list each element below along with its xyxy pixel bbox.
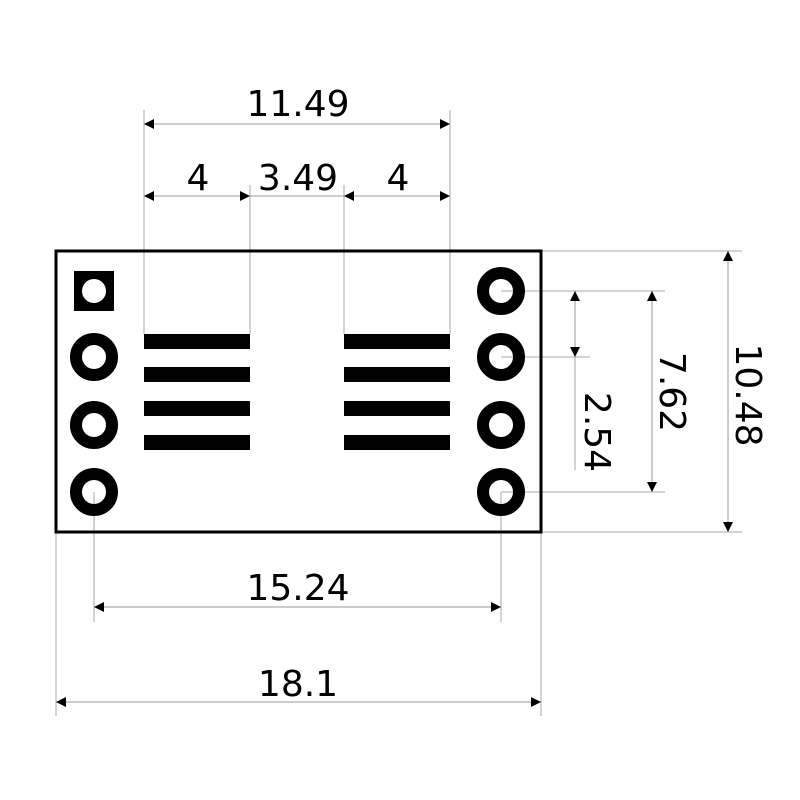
dim-label-pad-left: 4 [187, 158, 210, 199]
board-outline [54, 249, 543, 534]
right-smd-pads [344, 334, 450, 450]
smd-pad [344, 435, 450, 450]
pin [477, 401, 525, 449]
dim-label-pin-row-spacing: 15.24 [246, 568, 349, 609]
smd-pad [344, 401, 450, 416]
right-pins [477, 267, 525, 516]
dim-label-board-width: 18.1 [258, 664, 338, 705]
dim-label-pad-right: 4 [387, 158, 410, 199]
pin [477, 333, 525, 381]
dim-label-pad-gap: 3.49 [258, 158, 338, 199]
dim-label-pin-column-span: 7.62 [651, 352, 692, 432]
smd-pad [144, 334, 250, 349]
pin [70, 333, 118, 381]
left-smd-pads [144, 334, 250, 450]
pin [477, 468, 525, 516]
dim-label-pin-pitch: 2.54 [576, 392, 617, 472]
smd-pad [144, 435, 250, 450]
smd-pad [144, 367, 250, 382]
smd-pad [144, 401, 250, 416]
pin [70, 468, 118, 516]
dim-label-pad-span: 11.49 [246, 84, 349, 125]
dim-label-board-height: 10.48 [727, 343, 768, 446]
pin-1-square-pad [74, 271, 114, 311]
pin [70, 401, 118, 449]
smd-pad [344, 367, 450, 382]
left-pins [70, 333, 118, 516]
pin [477, 267, 525, 315]
smd-pad [344, 334, 450, 349]
